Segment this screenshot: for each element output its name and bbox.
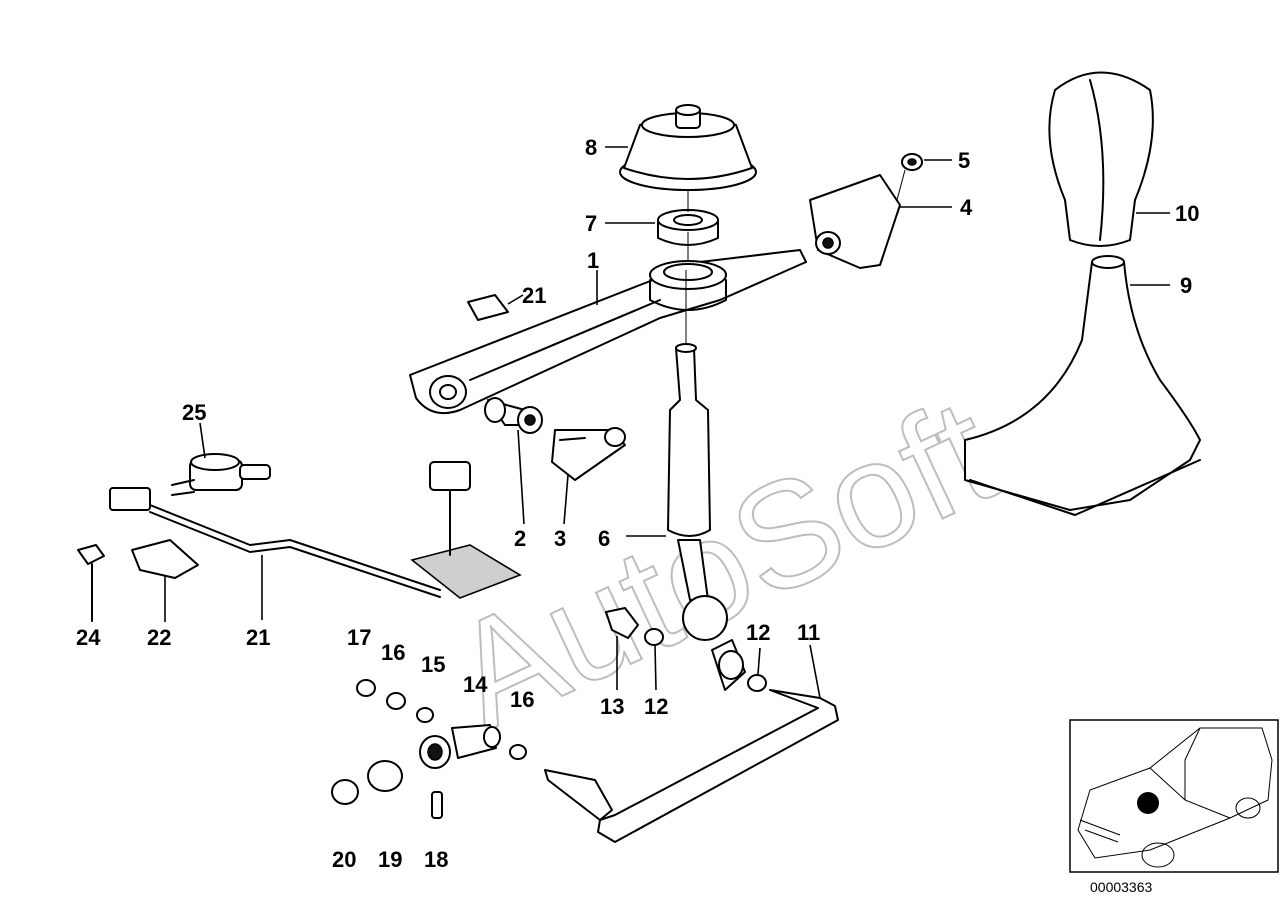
- part-3-clip: [551, 427, 626, 481]
- part-14-bushing: [419, 724, 501, 769]
- vehicle-locator-inset: [1069, 719, 1279, 873]
- callout-10: 10: [1175, 201, 1199, 226]
- part-19-sleeve: [367, 760, 403, 792]
- callout-18: 18: [424, 847, 448, 872]
- part-25-switch: [171, 453, 271, 496]
- part-8-shift-bellow: [619, 104, 757, 191]
- part-20-cap: [331, 779, 359, 805]
- callout-25: 25: [182, 400, 206, 425]
- part-9-shift-boot: [964, 255, 1201, 516]
- sensor-plate: [410, 461, 522, 599]
- part-1-shift-lever-arm: [409, 249, 807, 414]
- callout-24: 24: [76, 625, 101, 650]
- part-23-clip: [467, 294, 509, 321]
- callout-1: 1: [587, 248, 599, 273]
- callout-21: 21: [246, 625, 270, 650]
- part-12-washer: [644, 628, 767, 692]
- part-11-selector-rod: [544, 689, 839, 843]
- callout-3: 3: [554, 526, 566, 551]
- callout-12-right: 12: [746, 620, 770, 645]
- location-marker: [1137, 792, 1159, 814]
- callout-13: 13: [600, 694, 624, 719]
- part-6-shift-rod: [667, 190, 746, 691]
- callout-14: 14: [463, 672, 488, 697]
- callout-20: 20: [332, 847, 356, 872]
- part-15-washer: [416, 707, 527, 760]
- part-4-bracket: [809, 174, 901, 269]
- callout-9: 9: [1180, 273, 1192, 298]
- callout-6: 6: [598, 526, 610, 551]
- leader-lines: [91, 146, 1170, 699]
- part-18-pin: [431, 791, 443, 819]
- part-2-bushing: [484, 397, 543, 434]
- callout-11: 11: [797, 620, 820, 645]
- callout-15-right: 16: [510, 687, 534, 712]
- part-24-push-pin: [77, 544, 105, 621]
- part-5-nut: [896, 153, 923, 201]
- callout-8: 8: [585, 135, 597, 160]
- callout-7: 7: [585, 211, 597, 236]
- part-16-washer: [386, 692, 406, 710]
- callout-15-top: 15: [421, 652, 445, 677]
- callout-22: 22: [147, 625, 171, 650]
- part-21-wiring: [109, 487, 441, 598]
- callout-5: 5: [958, 148, 970, 173]
- callout-2: 2: [514, 526, 526, 551]
- part-22-holder: [131, 539, 199, 579]
- callout-16: 16: [381, 640, 405, 665]
- callout-12-bottom: 12: [644, 694, 668, 719]
- part-13-clip: [605, 607, 639, 639]
- callout-4: 4: [960, 195, 973, 220]
- callout-19: 19: [378, 847, 402, 872]
- part-10-shift-knob: [1048, 71, 1154, 247]
- reference-number: 00003363: [1090, 879, 1153, 895]
- callout-17: 17: [347, 625, 371, 650]
- callout-23: 21: [522, 283, 546, 308]
- callout-labels: 8 7 1 5 4 10 9 21 25 2 3 6 24 22 21 17 1…: [76, 135, 1199, 872]
- part-17-ring: [356, 679, 376, 697]
